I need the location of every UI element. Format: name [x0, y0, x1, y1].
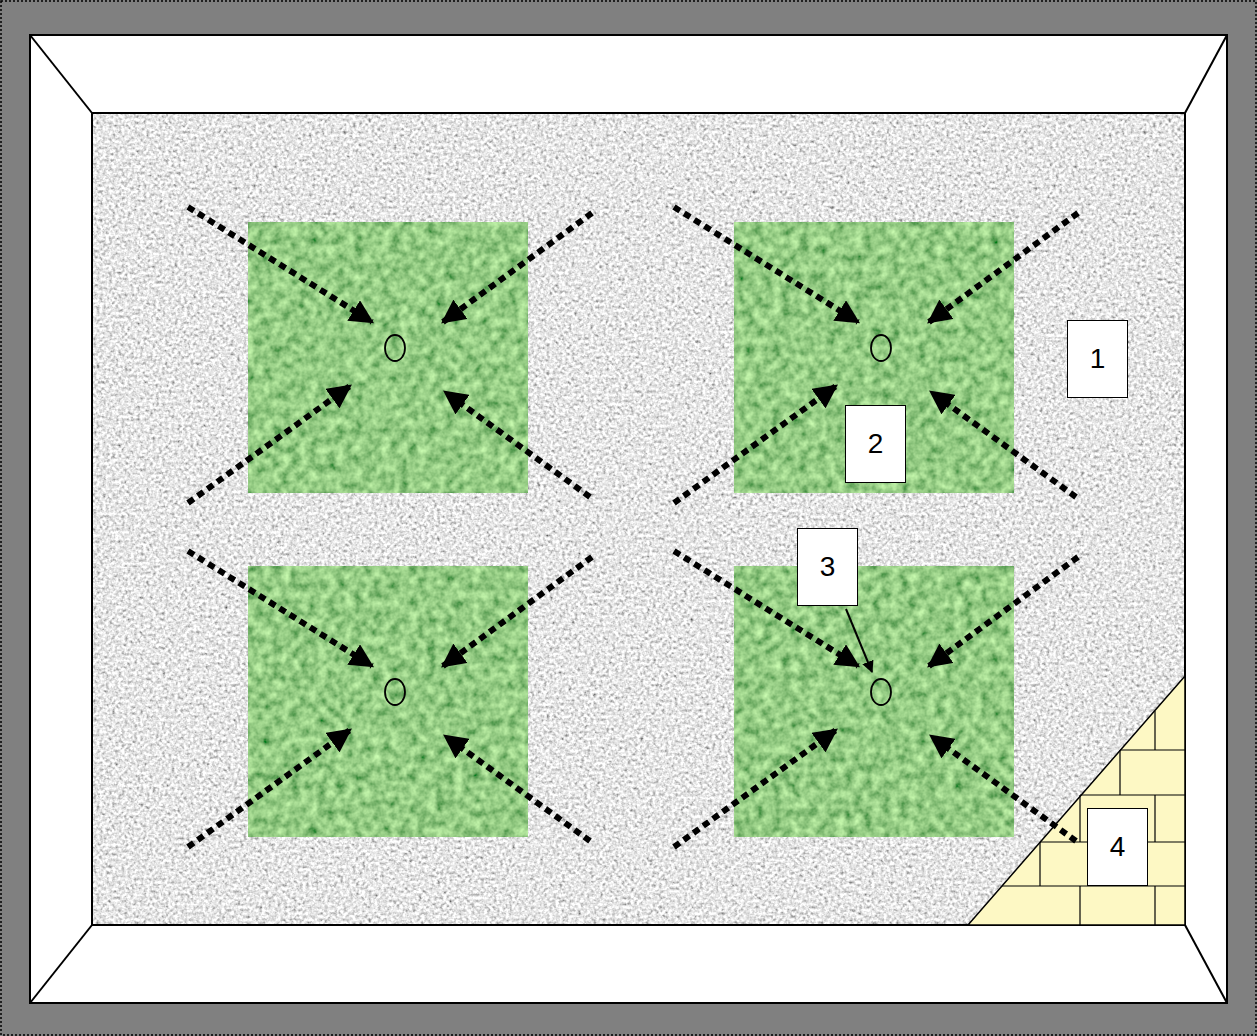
flow-arrow — [445, 392, 590, 497]
callout-number: 3 — [820, 553, 836, 581]
flow-arrow — [674, 386, 836, 503]
callout-box: 2 — [845, 405, 906, 483]
callout-number: 4 — [1110, 833, 1126, 861]
flow-arrow — [929, 213, 1078, 322]
flow-arrow — [445, 736, 590, 841]
flow-arrow — [188, 207, 372, 322]
callout-number: 2 — [868, 430, 884, 458]
flow-arrow — [674, 551, 858, 666]
gravel-area — [92, 113, 1185, 925]
callout-box: 3 — [797, 528, 858, 606]
wall-bevel — [30, 35, 1227, 1003]
wall-band — [30, 35, 1227, 1003]
grass-plot — [674, 551, 1078, 847]
flow-arrow — [674, 207, 858, 322]
callout-box: 4 — [1087, 808, 1148, 886]
drain-point — [385, 335, 405, 361]
flow-arrow — [929, 557, 1078, 666]
grass-plot — [674, 207, 1078, 503]
flow-arrow — [674, 730, 836, 847]
flow-arrow — [188, 551, 372, 666]
grass-texture — [734, 566, 1014, 837]
gravel-base — [92, 113, 1185, 925]
drain-point — [385, 679, 405, 705]
flow-arrow — [443, 213, 592, 322]
drain-point — [871, 335, 891, 361]
grass-plot — [188, 207, 592, 503]
grass-texture — [734, 222, 1014, 493]
flow-arrow — [188, 730, 350, 847]
flow-arrow — [188, 386, 350, 503]
grass-plot — [188, 551, 592, 847]
flow-arrow — [931, 736, 1076, 841]
flow-arrow — [443, 557, 592, 666]
grass-base — [248, 222, 528, 493]
grass-base — [734, 566, 1014, 837]
grass-texture — [248, 566, 528, 837]
callout-box: 1 — [1067, 320, 1128, 398]
flow-arrow — [931, 392, 1076, 497]
leader-line — [846, 609, 872, 672]
gravel-outline — [92, 113, 1185, 925]
drain-point — [871, 679, 891, 705]
grass-base — [248, 566, 528, 837]
callout-number: 1 — [1090, 345, 1106, 373]
grass-texture — [248, 222, 528, 493]
grass-base — [734, 222, 1014, 493]
grass-plots — [188, 207, 1078, 847]
